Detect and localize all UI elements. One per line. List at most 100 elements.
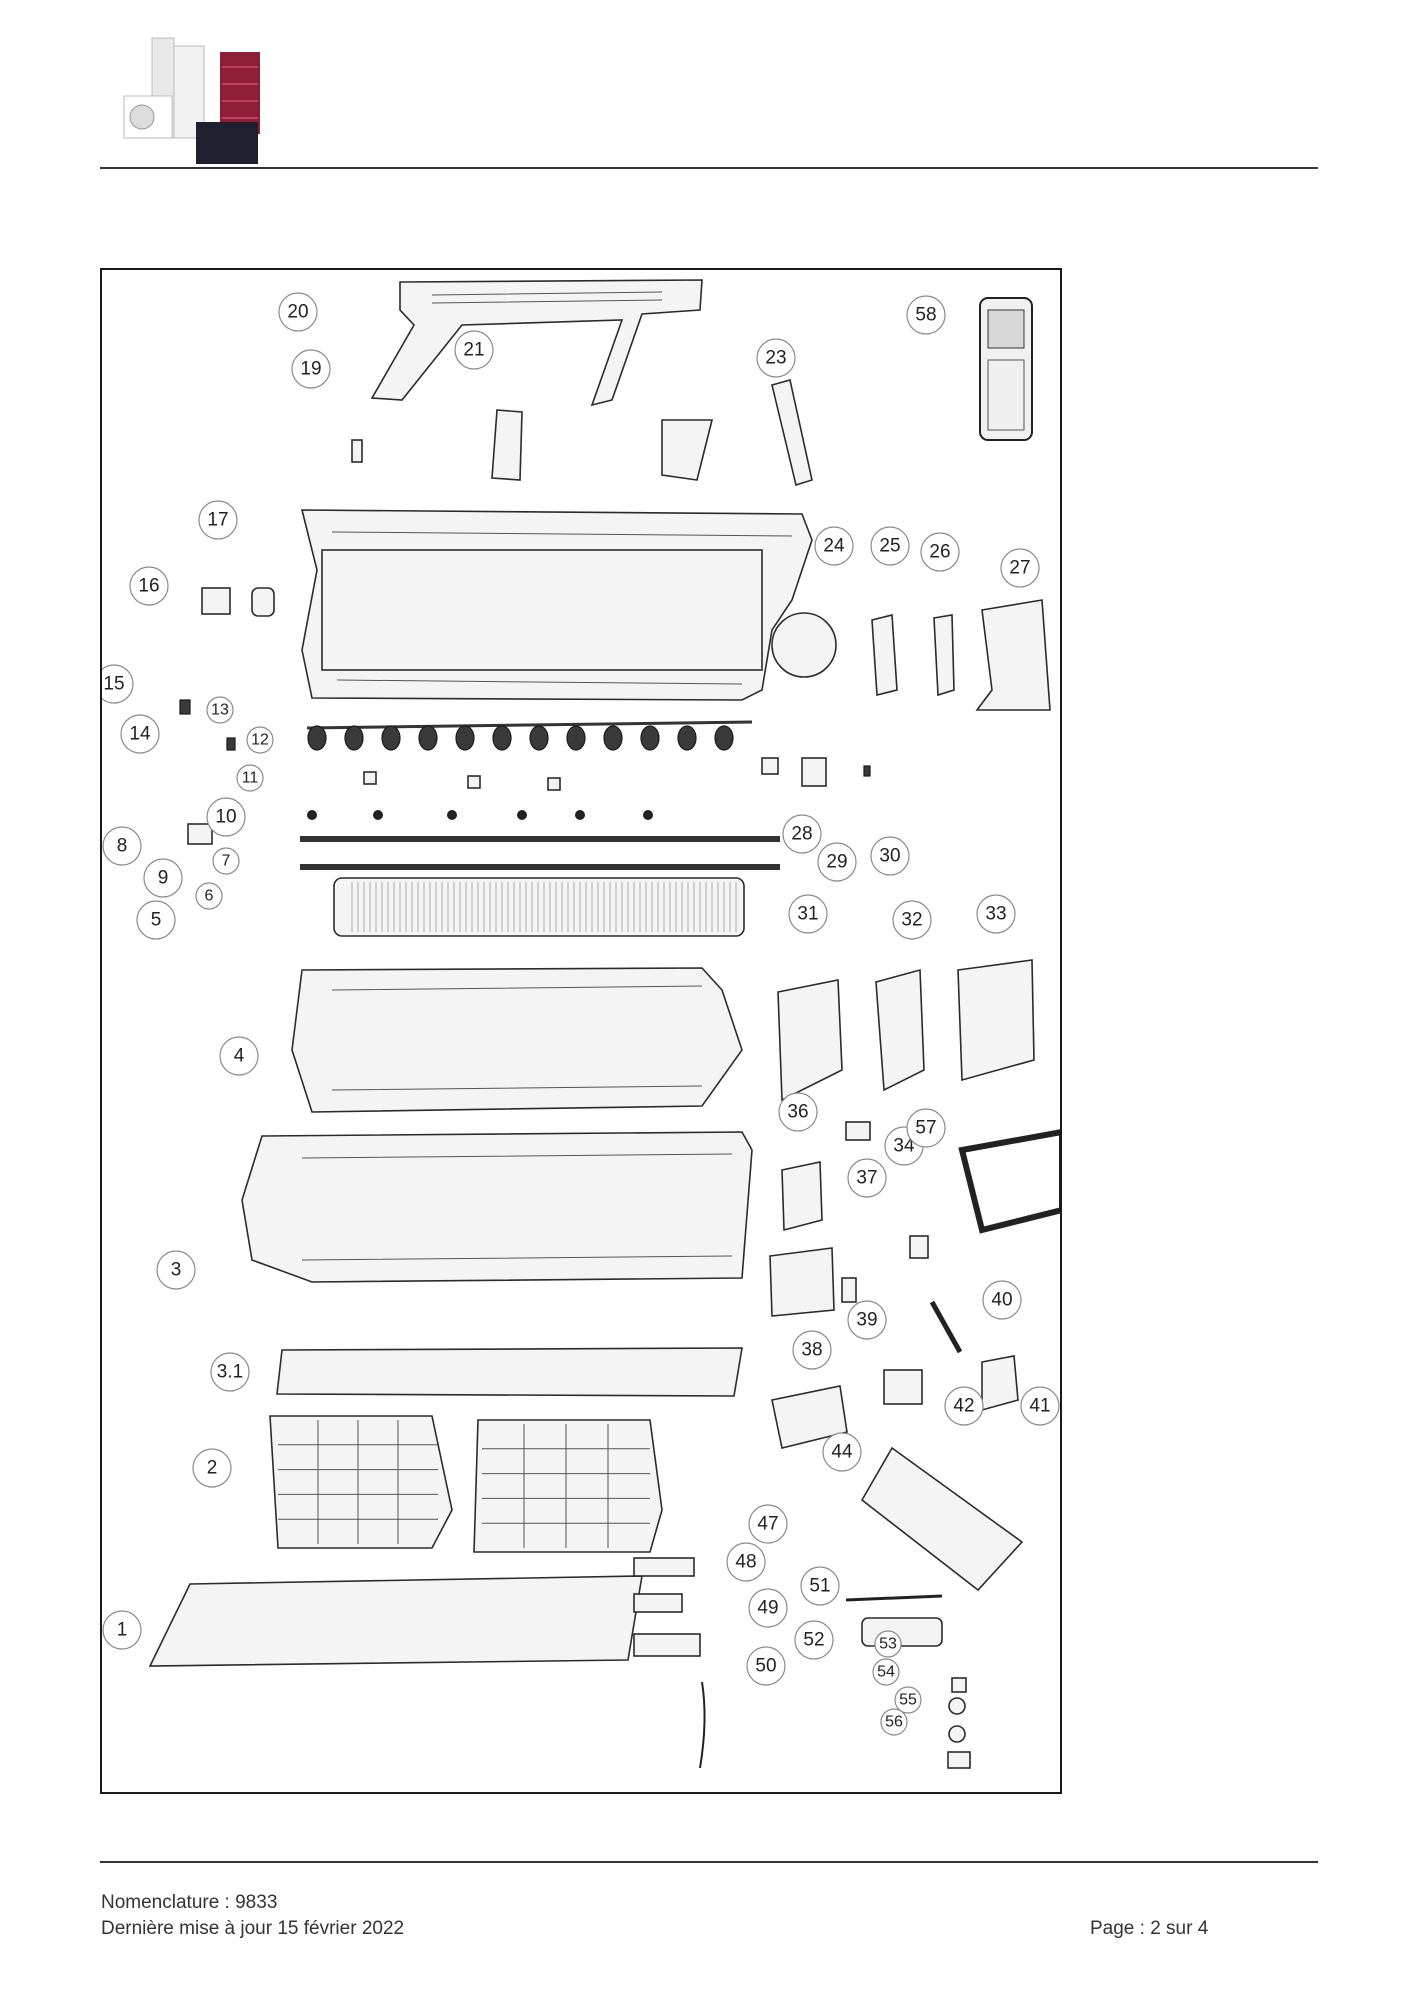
- indoor-unit-chassis: [300, 509, 813, 701]
- callout-label: 29: [826, 852, 847, 873]
- callout-label: 33: [985, 904, 1006, 925]
- page-number: Page : 2 sur 4: [1090, 1918, 1209, 1939]
- callout-label: 25: [879, 536, 900, 557]
- motor-cap-part: [201, 587, 231, 615]
- callout-label: 1: [117, 1620, 128, 1641]
- callout-52: 52: [794, 1620, 834, 1660]
- air-filter-right: [473, 1419, 663, 1553]
- callout-label: 32: [901, 910, 922, 931]
- callout-label: 24: [823, 536, 845, 557]
- callout-27: 27: [1000, 548, 1040, 588]
- louver-clips: [363, 771, 561, 791]
- callout-25: 25: [870, 526, 910, 566]
- callout-32: 32: [892, 900, 932, 940]
- callout-51: 51: [800, 1566, 840, 1606]
- louver-bars: [300, 836, 780, 870]
- callout-label: 9: [158, 868, 169, 889]
- callout-2: 2: [192, 1448, 232, 1488]
- callout-31: 31: [788, 894, 828, 934]
- nomenclature-label: Nomenclature : 9833: [101, 1892, 278, 1913]
- panel-strip-part: [276, 1347, 743, 1397]
- connector-52-part: [861, 1617, 943, 1647]
- cross-flow-fan: [333, 877, 745, 937]
- callout-7: 7: [212, 847, 240, 875]
- control-panel-part: [771, 1385, 1024, 1592]
- terminal-block-part: [845, 1121, 871, 1141]
- callout-label: 40: [991, 1290, 1012, 1311]
- callout-8: 8: [102, 826, 142, 866]
- callout-label: 31: [797, 904, 818, 925]
- display-board-part: [883, 1369, 923, 1405]
- electrical-box-part: [777, 979, 843, 1102]
- pcb-48-part: [633, 1593, 683, 1613]
- callout-label: 48: [735, 1552, 756, 1573]
- wire-51-part: [845, 1594, 943, 1602]
- mounting-plate: [370, 279, 703, 407]
- callout-37: 37: [847, 1158, 887, 1198]
- callout-label: 28: [791, 824, 812, 845]
- callout-label: 38: [801, 1340, 822, 1361]
- pcb-part: [875, 968, 925, 1092]
- callout-label: 47: [757, 1514, 778, 1535]
- callout-26: 26: [920, 532, 960, 572]
- callout-label: 58: [915, 305, 936, 326]
- bushing-set: [307, 810, 653, 820]
- callout-label: 8: [117, 836, 128, 857]
- callout-38: 38: [792, 1330, 832, 1370]
- callout-14: 14: [120, 714, 160, 754]
- callout-54: 54: [872, 1658, 900, 1686]
- callout-label: 7: [222, 853, 231, 870]
- callout-label: 56: [885, 1714, 903, 1731]
- callout-57: 57: [906, 1108, 946, 1148]
- callout-label: 15: [103, 674, 124, 695]
- callout-50: 50: [746, 1646, 786, 1686]
- callout-1: 1: [102, 1610, 142, 1650]
- callout-label: 17: [207, 510, 228, 531]
- callout-label: 19: [300, 359, 321, 380]
- bracket-small-part: [661, 419, 714, 481]
- callout-label: 14: [129, 724, 151, 745]
- callout-56: 56: [880, 1708, 908, 1736]
- side-cover-part: [975, 599, 1051, 711]
- callout-5: 5: [136, 900, 176, 940]
- crank-part: [187, 823, 213, 845]
- front-cover-part: [148, 1575, 643, 1667]
- callout-label: 5: [151, 910, 162, 931]
- callout-49: 49: [748, 1588, 788, 1628]
- callout-40: 40: [982, 1280, 1022, 1320]
- header-rule: [100, 167, 1318, 169]
- fuse-part: [909, 1235, 929, 1259]
- cable-part: [929, 1300, 963, 1354]
- callout-label: 42: [953, 1396, 974, 1417]
- bearing-part: [251, 587, 275, 617]
- callout-label: 57: [915, 1118, 936, 1139]
- callout-36: 36: [778, 1092, 818, 1132]
- callout-label: 51: [809, 1576, 830, 1597]
- screw-part: [351, 439, 363, 463]
- motor-clamp-part: [871, 613, 898, 697]
- callout-label: 3.1: [217, 1362, 243, 1383]
- callout-44: 44: [822, 1432, 862, 1472]
- wire-part: [699, 1681, 706, 1769]
- callout-23: 23: [756, 338, 796, 378]
- callout-15: 15: [102, 664, 134, 704]
- small-clip-part: [863, 765, 871, 777]
- callout-47: 47: [748, 1504, 788, 1544]
- fan-motor-part: [771, 612, 837, 678]
- callout-21: 21: [454, 330, 494, 370]
- step-motor-part: [761, 757, 779, 775]
- callout-39: 39: [847, 1300, 887, 1340]
- pcb-49-part: [633, 1633, 701, 1657]
- callout-label: 21: [463, 340, 484, 361]
- part-54: [948, 1697, 966, 1715]
- callout-48: 48: [726, 1542, 766, 1582]
- callout-label: 11: [242, 770, 259, 787]
- air-filter-left: [269, 1415, 453, 1549]
- sensor-part: [179, 699, 191, 715]
- callout-label: 52: [803, 1630, 824, 1651]
- display-bracket-part: [781, 1161, 823, 1232]
- callout-3: 3: [156, 1250, 196, 1290]
- sensor-module-part: [981, 1355, 1019, 1412]
- callout-28: 28: [782, 814, 822, 854]
- footer-rule: [100, 1861, 1318, 1863]
